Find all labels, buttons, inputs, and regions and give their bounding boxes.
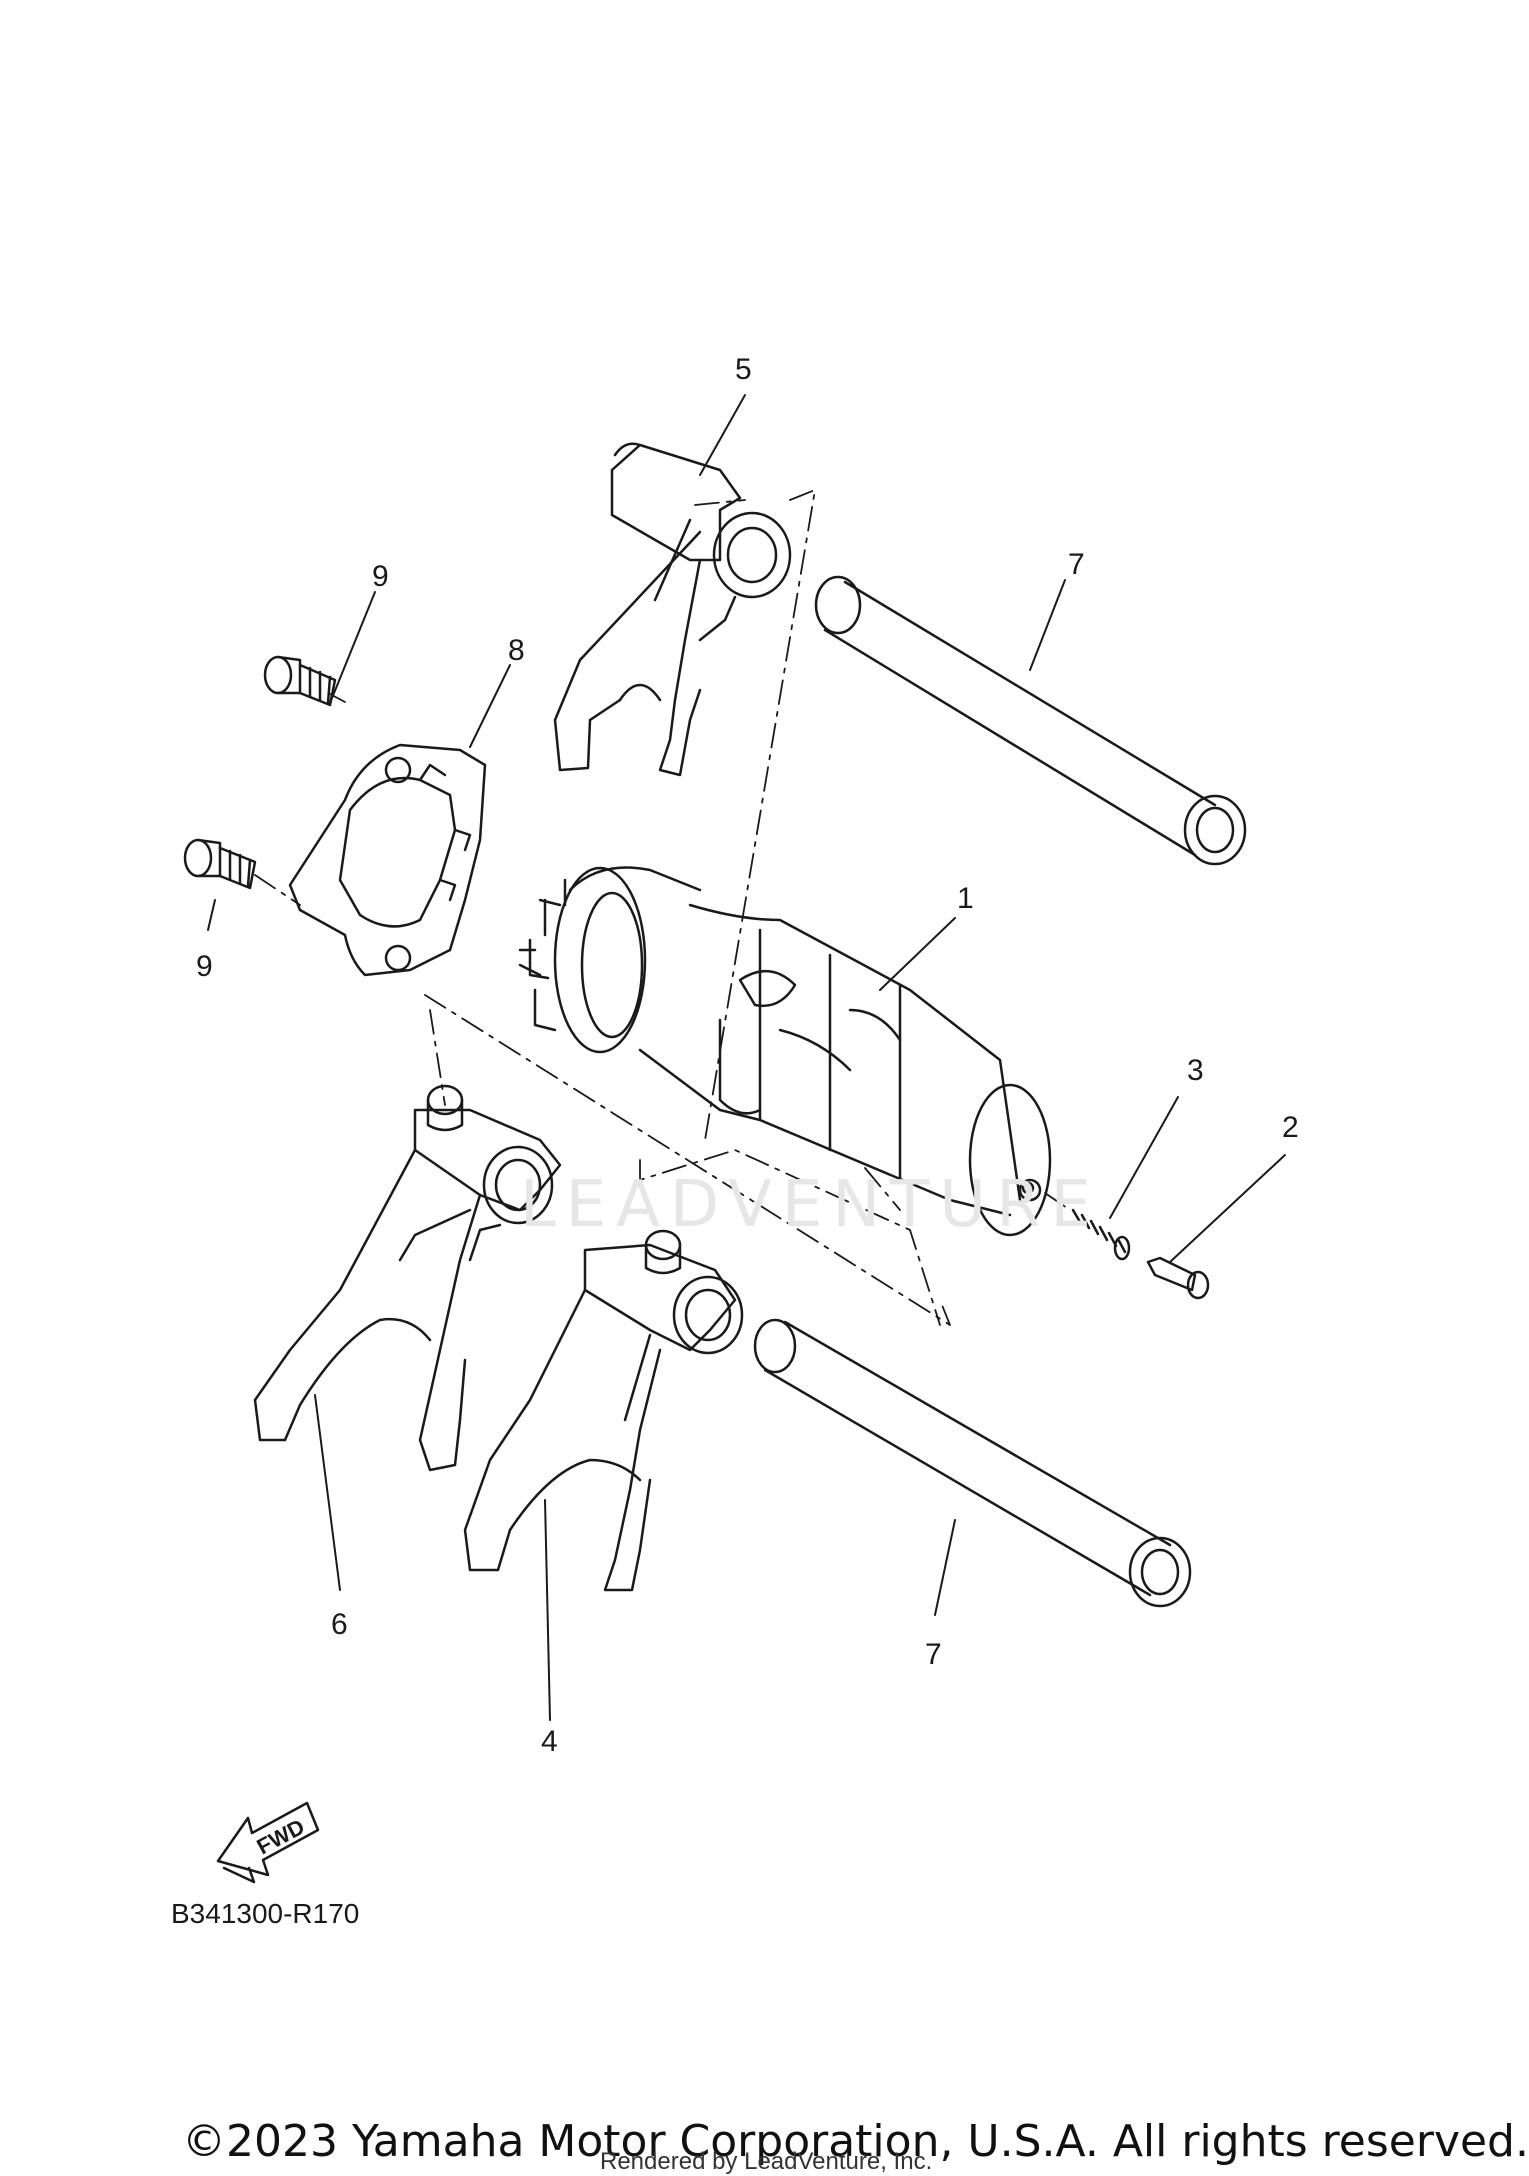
- callout-7-upper: 7: [1068, 548, 1085, 581]
- assembly-lines: [254, 489, 1071, 1326]
- copyright-notice: ©2023 Yamaha Motor Corporation, U.S.A. A…: [182, 2116, 1529, 2167]
- shift-fork-4: [463, 1229, 744, 1592]
- callout-4: 4: [541, 1725, 558, 1758]
- pin-2: [1146, 1256, 1210, 1300]
- callout-8: 8: [508, 634, 525, 667]
- callout-6: 6: [331, 1608, 348, 1641]
- callout-5: 5: [735, 353, 752, 386]
- watermark: LEADVENTURE: [520, 1168, 1101, 1242]
- callout-2: 2: [1282, 1111, 1299, 1144]
- callout-7-lower: 7: [925, 1638, 942, 1671]
- bolt-9-lower: [183, 838, 257, 890]
- shift-fork-6: [253, 1084, 562, 1472]
- callout-3: 3: [1187, 1054, 1204, 1087]
- shift-fork-5: [553, 442, 792, 777]
- rendered-by-notice: Rendered by LeadVenture, Inc.: [600, 2148, 933, 2175]
- callout-9-lower: 9: [196, 950, 213, 983]
- callout-1: 1: [957, 882, 974, 915]
- shift-shaft-7-upper: [814, 575, 1247, 866]
- bolt-9-upper: [263, 655, 337, 707]
- shift-shaft-7-lower: [753, 1318, 1192, 1608]
- shift-drum-1: [518, 866, 1052, 1237]
- spring-3: [1071, 1208, 1131, 1261]
- stopper-plate-8: [288, 743, 487, 977]
- callout-9-upper: 9: [372, 560, 389, 593]
- fwd-arrow-icon: FWD: [216, 1801, 320, 1884]
- fwd-label: FWD: [253, 1814, 309, 1860]
- leader-lines: [207, 394, 1286, 1721]
- diagram-reference: B341300-R170: [171, 1898, 360, 1929]
